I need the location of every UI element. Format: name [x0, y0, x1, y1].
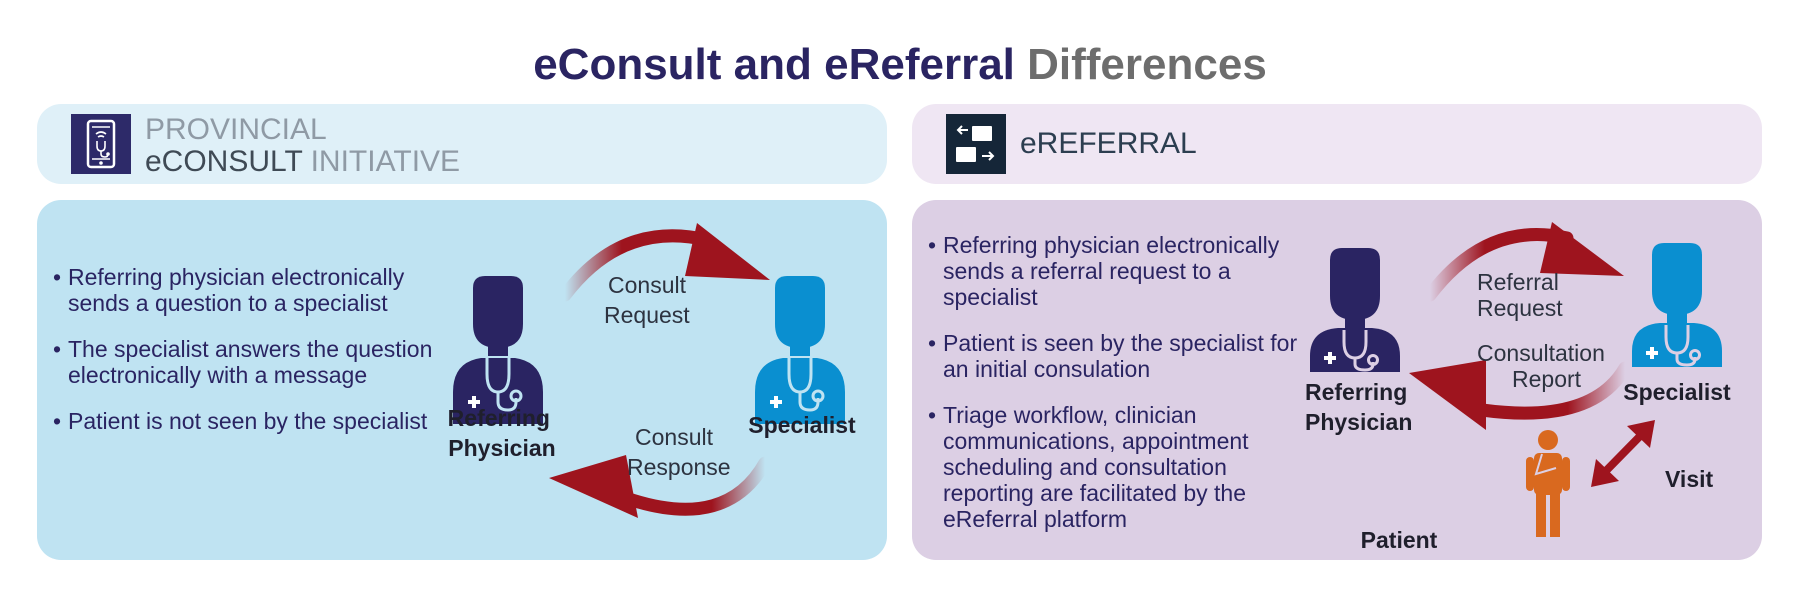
- ereferral-panel: Referring physician electronically sends…: [912, 200, 1762, 560]
- ereferral-bullet: Patient is seen by the specialist for an…: [928, 330, 1318, 382]
- specialist-icon: [755, 276, 845, 424]
- specialist-label: Specialist: [1623, 379, 1731, 405]
- econsult-bullet: Patient is not seen by the specialist: [53, 408, 443, 434]
- report-line-1: Consultation: [1477, 340, 1605, 366]
- ereferral-header: eREFERRAL: [912, 104, 1762, 184]
- consult-request-arrow: [558, 223, 770, 302]
- report-line-2: Report: [1512, 366, 1582, 392]
- request-line-1: Consult: [608, 272, 687, 298]
- patient-label: Patient: [1361, 527, 1438, 553]
- referral-line-2: Request: [1477, 295, 1563, 321]
- ereferral-bullet-list: Referring physician electronically sends…: [928, 232, 1318, 552]
- referrer-line-1: Referring: [448, 405, 550, 431]
- response-line-1: Consult: [635, 424, 714, 450]
- ereferral-diagram: Referral Request Consultation Report: [1305, 222, 1731, 553]
- referring-physician-label: Referring Physician: [448, 405, 557, 461]
- ereferral-header-title: eREFERRAL: [1020, 127, 1197, 160]
- referring-physician-icon: [453, 276, 543, 424]
- referrer-line-1: Referring: [1305, 379, 1407, 405]
- specialist-icon: [1632, 243, 1722, 367]
- specialist-label: Specialist: [748, 412, 856, 438]
- request-line-2: Request: [604, 302, 690, 328]
- header-line-initiative: eCONSULT INITIATIVE: [145, 146, 460, 178]
- header-line-provincial: PROVINCIAL: [145, 113, 327, 146]
- ereferral-bullet: Triage workflow, clinician communication…: [928, 402, 1318, 532]
- phone-stethoscope-icon: [71, 114, 131, 174]
- econsult-header: PROVINCIAL eCONSULT INITIATIVE: [37, 104, 887, 184]
- referral-request-arrow: [1423, 222, 1624, 302]
- transfer-documents-icon: [946, 114, 1006, 174]
- visit-arrow: [1591, 420, 1655, 487]
- econsult-header-text: PROVINCIAL eCONSULT INITIATIVE: [145, 114, 460, 178]
- title-differences: Differences: [1027, 40, 1267, 89]
- consultation-report-arrow: [1409, 360, 1632, 430]
- econsult-bullet: The specialist answers the question elec…: [53, 336, 443, 388]
- referring-physician-label: Referring Physician: [1305, 379, 1414, 435]
- referral-request-label: Referral Request: [1477, 269, 1565, 321]
- consultation-report-label: Consultation Report: [1477, 340, 1611, 392]
- econsult-diagram: Consult Request Consult Response: [448, 223, 856, 518]
- econsult-panel: Referring physician electronically sends…: [37, 200, 887, 560]
- referral-line-1: Referral: [1477, 269, 1559, 295]
- econsult-bullet-list: Referring physician electronically sends…: [53, 264, 443, 454]
- header-econsult-word: eCONSULT: [145, 145, 303, 178]
- consult-request-label: Consult Request: [604, 272, 692, 328]
- header-initiative-word: INITIATIVE: [302, 145, 461, 178]
- consult-response-arrow: [549, 455, 772, 518]
- response-line-2: Response: [627, 454, 731, 480]
- patient-icon: [1526, 430, 1570, 537]
- ereferral-bullet: Referring physician electronically sends…: [928, 232, 1318, 310]
- consult-response-label: Consult Response: [627, 424, 731, 480]
- referrer-line-2: Physician: [448, 435, 555, 461]
- page-title: eConsult and eReferral Differences: [0, 40, 1800, 90]
- referring-physician-icon: [1310, 248, 1400, 372]
- referrer-line-2: Physician: [1305, 409, 1412, 435]
- title-main: eConsult and eReferral: [533, 40, 1015, 89]
- econsult-bullet: Referring physician electronically sends…: [53, 264, 443, 316]
- visit-label: Visit: [1665, 466, 1713, 492]
